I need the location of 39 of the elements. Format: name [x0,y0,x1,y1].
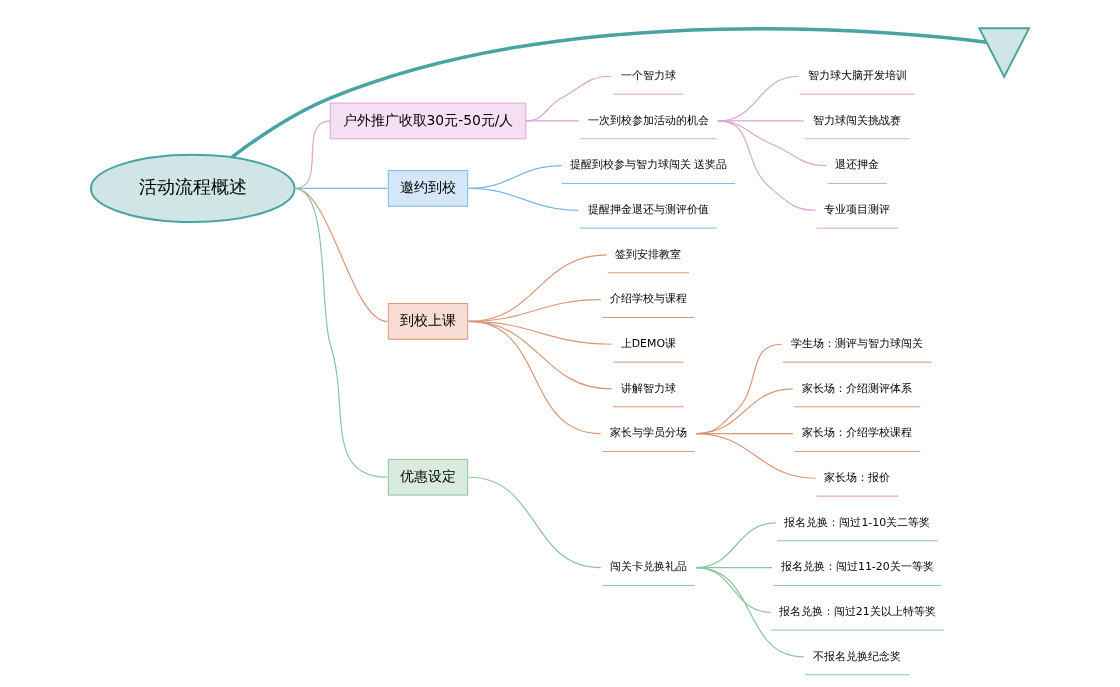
node-text: 家长场：介绍测评体系 [802,381,913,395]
connector [525,120,580,122]
node-text: 专业项目测评 [824,203,891,217]
node-text: 报名兑换：闯过1-10关二等奖 [784,515,931,529]
node-text: 智力球闯关挑战赛 [813,113,902,127]
node-text: 签到安排教室 [615,247,682,261]
node-text: 上DEMO课 [620,337,677,351]
connector [695,433,817,479]
node-text: 提醒到校参与智力球闯关 送奖品 [569,158,728,172]
connector [695,567,805,658]
node-picture [977,27,1031,79]
node-box: 邀约到校 [387,170,469,207]
connector [525,75,613,122]
node-text: 提醒押金退还与测评价值 [587,203,709,217]
node-text: 智力球大脑开发培训 [807,69,907,83]
node-text: 退还押金 [835,158,880,172]
node-box: 户外推广收取30元-50元/人 [329,102,527,140]
node-box: 优惠设定 [387,458,469,496]
node-box: 到校上课 [387,303,469,340]
node-text: 闯关卡兑换礼品 [609,560,687,574]
node-text: 不报名兑换纪念奖 [813,649,902,663]
node-text: 一次到校参加活动的机会 [587,113,709,127]
connector [293,120,331,189]
connector [468,320,602,435]
node-ellipse: 活动流程概述 [89,153,296,224]
node-text: 介绍学校与课程 [609,292,687,306]
node-text: 家长与学员分场 [609,426,687,440]
node-text: 报名兑换：闯过11-20关一等奖 [780,560,934,574]
node-text: 一个智力球 [620,69,676,83]
connector [468,476,602,569]
connector [231,27,987,159]
node-text: 家长场：介绍学校课程 [802,426,913,440]
connector [468,187,580,211]
node-text: 讲解智力球 [620,381,676,395]
connector [717,120,817,211]
connector [293,187,388,478]
node-text: 学生场：测评与智力球闯关 [791,337,924,351]
node-text: 家长场：报价 [824,471,891,485]
node-text: 报名兑换：闯过21关以上特等奖 [778,605,936,619]
